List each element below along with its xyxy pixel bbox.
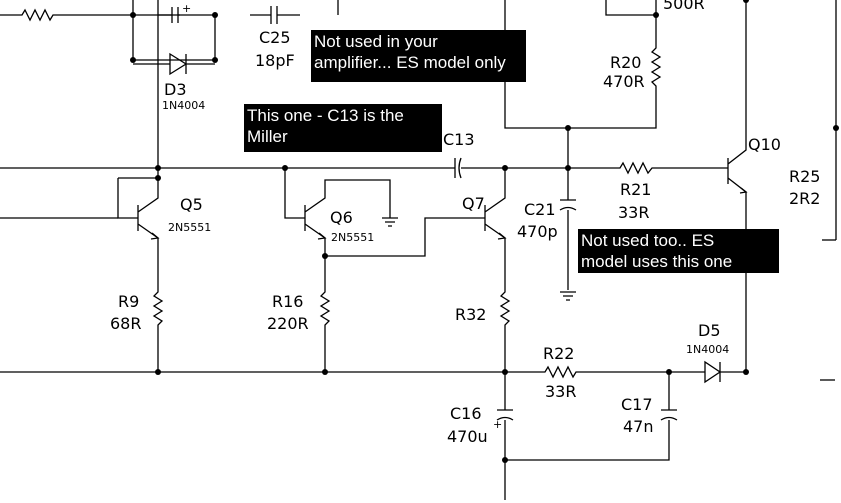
q5-ref: Q5	[180, 195, 203, 214]
r21-resistor	[0, 161, 728, 175]
r20-resistor	[504, 0, 662, 129]
c25-ref: C25	[259, 28, 291, 47]
q7-ref: Q7	[462, 194, 485, 213]
d3-part: 1N4004	[162, 99, 205, 112]
c13-note: This one - C13 is the Miller	[244, 104, 442, 152]
q6-part: 2N5551	[331, 231, 374, 244]
c16-plus: +	[493, 418, 502, 431]
d5-diode	[704, 360, 746, 384]
r22-resistor	[0, 365, 705, 379]
r25-ref: R25	[789, 167, 820, 186]
c21-ref: C21	[524, 200, 556, 219]
d5-part: 1N4004	[686, 343, 729, 356]
r32-resistor	[499, 238, 511, 372]
q10-transistor	[727, 0, 747, 372]
r21-ref: R21	[620, 180, 651, 199]
r16-resistor	[319, 238, 331, 372]
r32-ref: R32	[455, 305, 486, 324]
d3-diode	[133, 52, 215, 76]
d5-ref: D5	[698, 321, 721, 340]
c21-value: 470p	[517, 222, 558, 241]
c21-note: Not used too.. ES model uses this one	[578, 229, 779, 273]
c25-value: 18pF	[255, 51, 295, 70]
q6-ref: Q6	[330, 208, 353, 227]
r16-value: 220R	[267, 314, 309, 333]
c13-ref: C13	[443, 130, 475, 149]
c16-capacitor	[496, 372, 514, 500]
d3-ref: D3	[164, 80, 187, 99]
c21-capacitor	[559, 128, 577, 301]
r9-resistor	[152, 238, 164, 372]
c25-note: Not used in your amplifier... ES model o…	[311, 30, 526, 82]
r21-value: 33R	[618, 203, 649, 222]
c17-ref: C17	[621, 395, 653, 414]
r25-value: 2R2	[789, 189, 820, 208]
r22-value: 33R	[545, 382, 576, 401]
r20-ref: R20	[610, 53, 641, 72]
r9-ref: R9	[118, 292, 139, 311]
q5-transistor	[117, 178, 159, 239]
r-top-value: 500R	[663, 0, 705, 13]
c16-ref: C16	[450, 404, 482, 423]
q5-part: 2N5551	[168, 221, 211, 234]
c16-value: 470u	[447, 427, 488, 446]
top-left-resistor	[0, 8, 180, 22]
r16-ref: R16	[272, 292, 303, 311]
r20-value: 470R	[603, 72, 645, 91]
c17-capacitor	[505, 372, 678, 461]
junction-dots	[130, 0, 839, 463]
r9-value: 68R	[110, 314, 141, 333]
c17-value: 47n	[623, 417, 654, 436]
r22-ref: R22	[543, 344, 574, 363]
q6-transistor	[284, 168, 391, 239]
q10-ref: Q10	[748, 135, 781, 154]
q7-transistor	[484, 168, 506, 239]
top-cap-plus: +	[182, 2, 191, 15]
